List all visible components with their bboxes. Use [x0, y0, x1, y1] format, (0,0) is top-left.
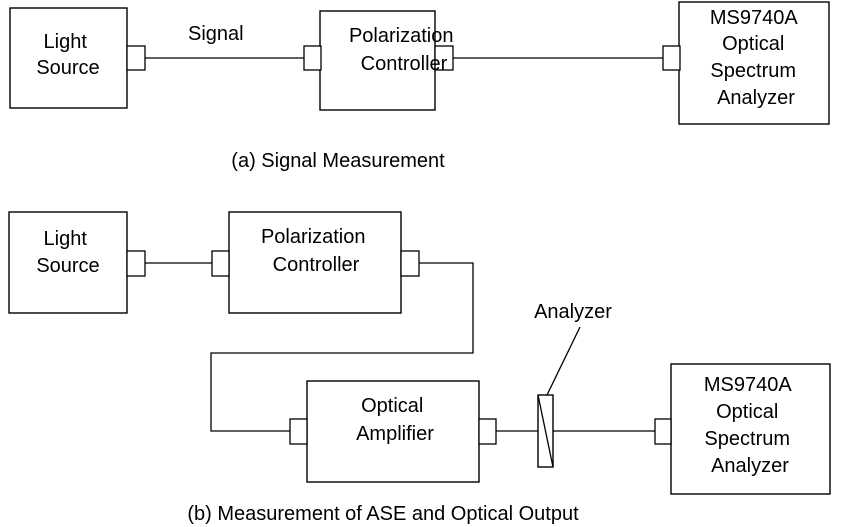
analyzer-leader-line [546, 326, 581, 396]
osa-box-a [678, 1, 830, 125]
diagram-a: Light Source Signal Polarization Control… [9, 1, 830, 172]
light-source-port-a [126, 45, 146, 71]
analyzer-label: Analyzer [534, 301, 612, 323]
polarization-controller-in-port-b [211, 250, 230, 277]
polarization-controller-box-a [319, 10, 436, 111]
light-source-box-a [9, 7, 128, 109]
light-source-label-b: Light Source [36, 228, 99, 277]
light-source-port-b [126, 250, 146, 277]
polarization-controller-label-a: Polarization Controller [349, 25, 459, 75]
osa-port-b [654, 418, 672, 445]
osa-label-a: MS9740A Optical Spectrum Analyzer [710, 7, 802, 109]
optical-amplifier-out-port [478, 418, 497, 445]
light-source-label-a: Light Source [36, 31, 99, 79]
caption-b: (b) Measurement of ASE and Optical Outpu… [187, 503, 579, 525]
optical-amplifier-box [306, 380, 480, 483]
osa-box-b [670, 363, 831, 495]
analyzer-diagonal [537, 394, 554, 468]
osa-label-b: MS9740A Optical Spectrum Analyzer [704, 374, 796, 477]
optical-amplifier-label: Optical Amplifier [356, 395, 434, 445]
polarization-controller-in-port-a [303, 45, 322, 71]
caption-a: (a) Signal Measurement [231, 150, 445, 172]
polarization-controller-label-b: Polarization Controller [261, 226, 371, 276]
optical-amplifier-in-port [289, 418, 308, 445]
signal-label: Signal [188, 23, 244, 45]
polarization-controller-box-b [228, 211, 402, 314]
diagram-b: Light Source Polarization Controller Opt… [8, 211, 831, 525]
polarization-controller-out-port-b [400, 250, 420, 277]
polarization-controller-out-port-a [434, 45, 454, 71]
fiber-b-controller-to-amplifier [210, 262, 474, 432]
osa-port-a [662, 45, 681, 71]
